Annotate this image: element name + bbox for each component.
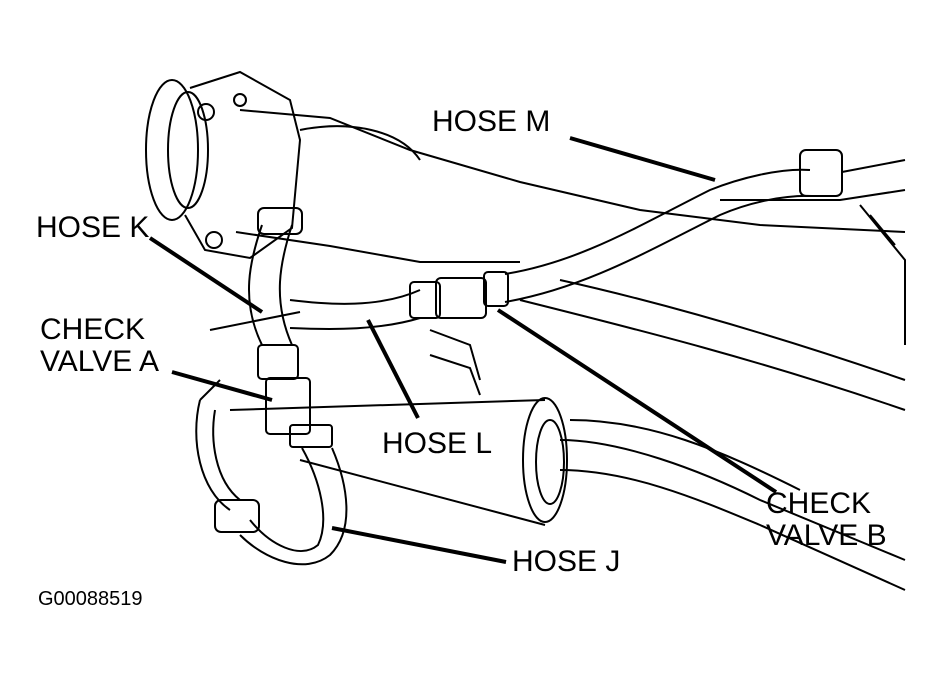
check-valve-b — [409, 271, 509, 319]
hose-l — [289, 289, 421, 330]
label-hose-l: HOSE L — [382, 427, 493, 460]
label-check-valve-b-line1: CHECK — [766, 487, 872, 520]
hose-m — [504, 149, 906, 303]
label-check-valve-a: CHECK VALVE A — [40, 314, 159, 378]
label-hose-k: HOSE K — [36, 211, 150, 244]
hose-j — [195, 399, 348, 566]
leader-lines — [148, 136, 778, 564]
hose-k — [247, 207, 303, 346]
label-hose-j: HOSE J — [512, 545, 621, 578]
body-panel — [429, 189, 906, 411]
label-check-valve-b-line2: VALVE B — [766, 519, 887, 552]
label-check-valve-a-line2: VALVE A — [40, 345, 159, 378]
check-valve-a — [257, 344, 333, 448]
label-check-valve-a-line1: CHECK — [40, 313, 146, 346]
label-check-valve-b: CHECK VALVE B — [766, 488, 887, 552]
label-hose-m: HOSE M — [432, 105, 551, 138]
muffler — [199, 311, 906, 591]
figure-code: G00088519 — [38, 588, 143, 610]
intake-duct — [145, 70, 906, 263]
